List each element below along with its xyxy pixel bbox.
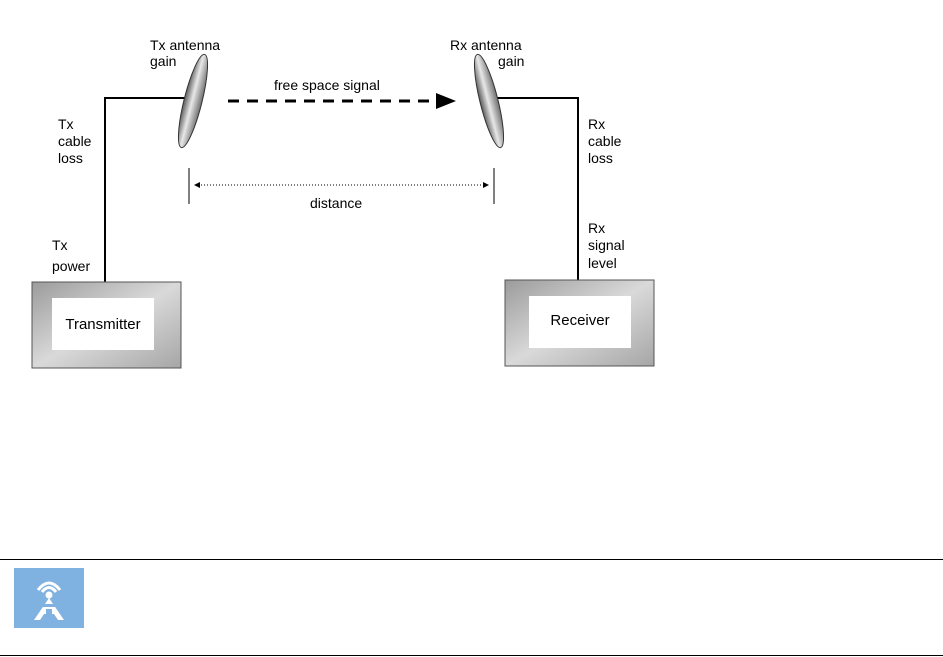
tx-power-label: Tx power bbox=[52, 237, 90, 274]
rx-antenna-gain-label: Rx antenna gain bbox=[450, 37, 526, 69]
rx-signal-level-label: Rx signal level bbox=[588, 220, 628, 271]
tx-antenna-dish-icon bbox=[173, 52, 214, 150]
tx-cable-loss-label: Tx cable loss bbox=[58, 116, 95, 166]
transmitter-label: Transmitter bbox=[65, 316, 140, 333]
receiver-box: Receiver bbox=[505, 280, 654, 366]
antenna-tower-icon bbox=[14, 568, 84, 628]
receiver-label: Receiver bbox=[550, 312, 609, 329]
free-space-signal-arrowhead bbox=[436, 93, 456, 109]
link-budget-diagram: Transmitter Receiver Tx antenna gain Rx … bbox=[0, 0, 943, 560]
note-bottom-rule bbox=[0, 655, 943, 656]
note-top-rule bbox=[0, 559, 943, 560]
free-space-signal-label: free space signal bbox=[274, 77, 380, 93]
transmitter-box: Transmitter bbox=[32, 282, 181, 368]
distance-label: distance bbox=[310, 195, 362, 211]
rx-cable-loss-label: Rx cable loss bbox=[588, 116, 625, 166]
tx-antenna-gain-label: Tx antenna gain bbox=[150, 37, 224, 69]
